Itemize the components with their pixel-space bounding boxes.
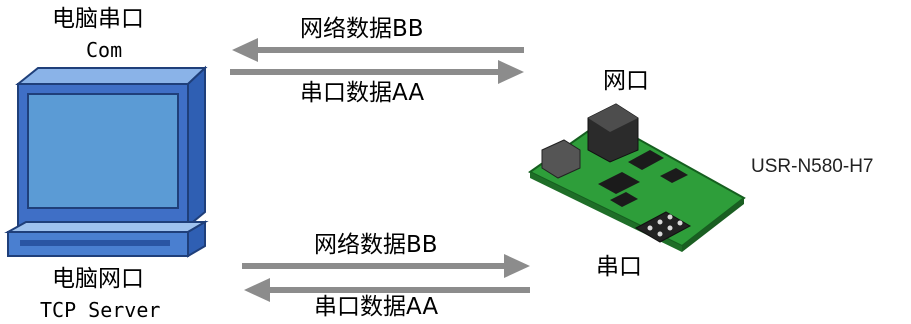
pc-net-title: 电脑网口 xyxy=(52,266,144,292)
pc-serial-subtitle: Com xyxy=(86,38,123,62)
device-serial-port-label: 串口 xyxy=(596,254,642,280)
device-model-label: USR-N580-H7 xyxy=(751,156,874,177)
device-net-port-label: 网口 xyxy=(603,68,649,94)
pc-serial-title: 电脑串口 xyxy=(52,6,144,32)
bottom-to-pc-label: 串口数据AA xyxy=(314,294,439,320)
top-to-device-label: 串口数据AA xyxy=(300,80,425,106)
bottom-to-device-label: 网络数据BB xyxy=(314,232,438,258)
pc-net-subtitle: TCP Server xyxy=(40,298,161,322)
top-to-pc-label: 网络数据BB xyxy=(300,16,424,42)
